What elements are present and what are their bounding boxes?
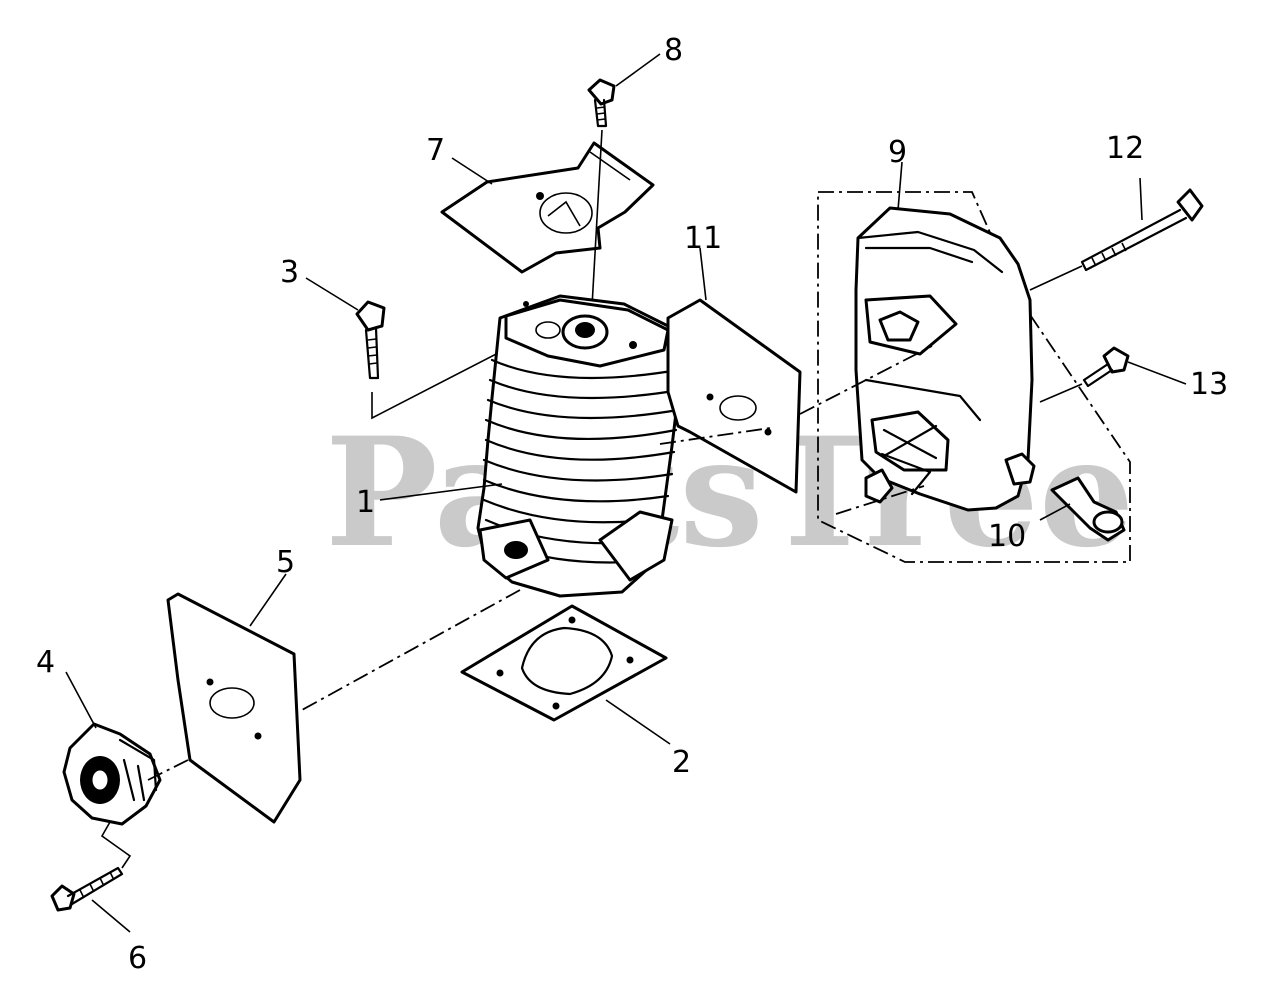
assembly-axis-lines (147, 345, 933, 781)
callout-12: 12 (1106, 131, 1144, 166)
part-12-long-bolt (1029, 188, 1204, 291)
part-13-bolt (1039, 346, 1130, 403)
callout-2: 2 (672, 745, 691, 780)
part-7-heat-shield (440, 141, 655, 274)
part-9-muffler-assembly (817, 191, 1131, 563)
callout-10: 10 (988, 519, 1026, 554)
callout-3: 3 (280, 255, 299, 290)
part-4-insulator (62, 722, 162, 826)
part-11-gasket (666, 298, 802, 494)
part-3-bolt (355, 300, 503, 420)
callout-6: 6 (128, 941, 147, 976)
part-10-fitting (1050, 476, 1126, 542)
part-5-intake-plate (166, 592, 302, 824)
part-1-cylinder (476, 294, 682, 598)
callout-labels: 1 2 3 4 5 6 7 8 9 10 11 12 13 (36, 33, 1228, 976)
part-2-base-gasket (460, 604, 668, 722)
callout-5: 5 (276, 545, 295, 580)
callout-4: 4 (36, 645, 55, 680)
callout-9: 9 (888, 135, 907, 170)
callout-8: 8 (664, 33, 683, 68)
callout-1: 1 (356, 485, 375, 520)
callout-13: 13 (1190, 367, 1228, 402)
callout-11: 11 (684, 221, 722, 256)
leader-lines (65, 53, 1187, 933)
callout-7: 7 (426, 133, 445, 168)
part-6-screw (50, 821, 132, 912)
